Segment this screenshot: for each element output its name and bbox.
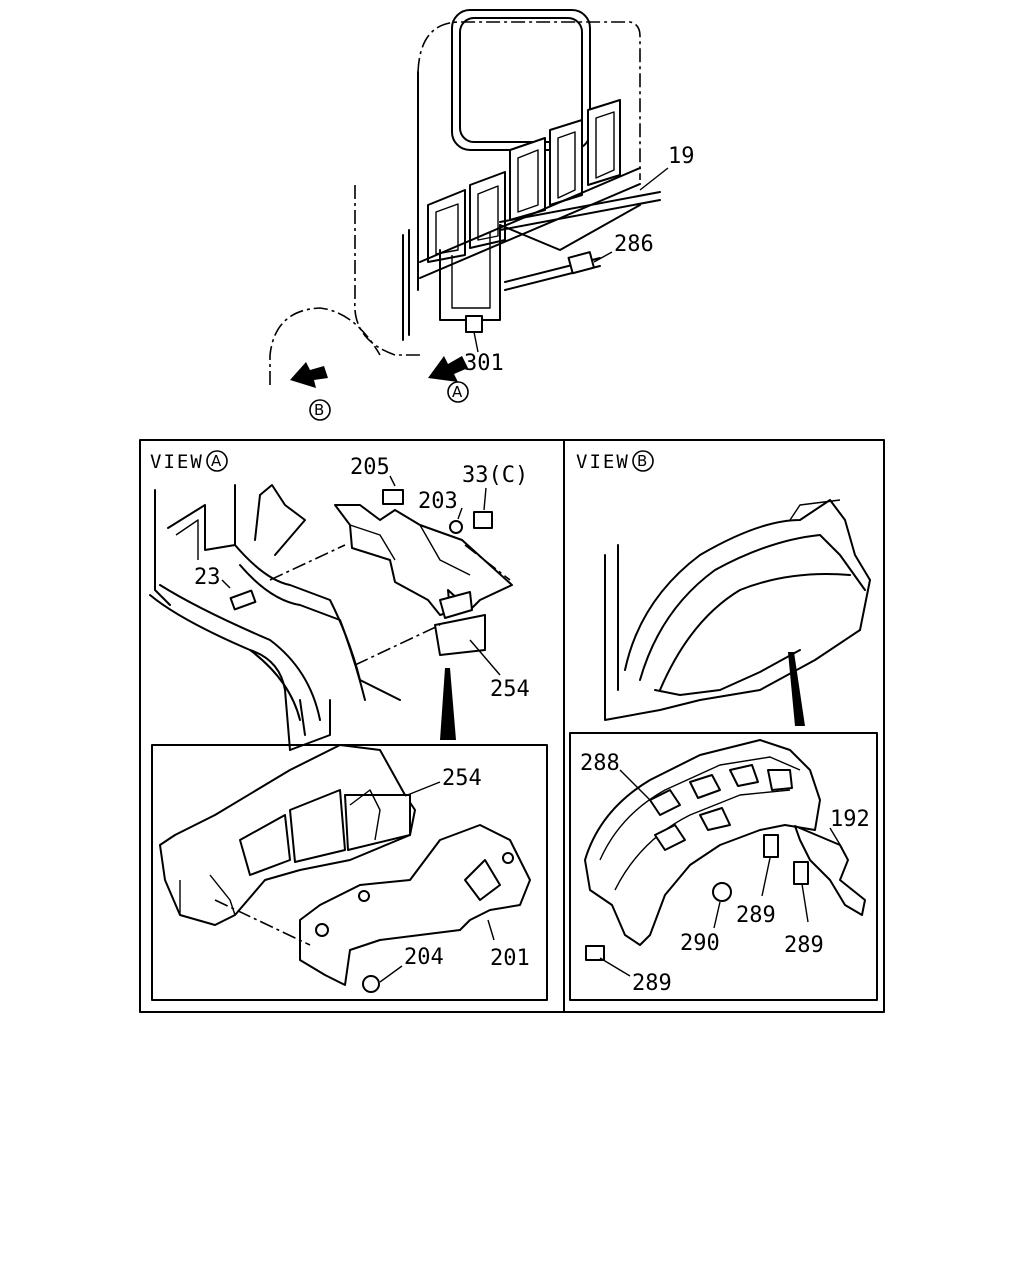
view-a-inset-frame	[151, 744, 548, 1001]
view-a-inset-parts	[159, 744, 531, 993]
callout-205: 205	[350, 455, 390, 480]
callout-19: 19	[668, 144, 695, 169]
view-a-marker	[206, 450, 228, 472]
views-frame	[139, 439, 885, 1013]
arrow-a-label: A	[452, 383, 463, 401]
cab-rear-assembly	[269, 9, 669, 388]
view-b-pointer	[788, 652, 805, 726]
view-b-wheelhouse	[604, 499, 871, 721]
inset-callout-290: 290	[680, 931, 720, 956]
view-b-marker	[632, 450, 654, 472]
inset-callout-288: 288	[580, 751, 620, 776]
inset-callout-201: 201	[490, 946, 530, 971]
view-a-shield-254	[221, 475, 513, 676]
inset-callout-254: 254	[442, 766, 482, 791]
view-b-inset-frame	[569, 732, 878, 1001]
view-a-letter: A	[211, 452, 222, 470]
callout-254: 254	[490, 677, 530, 702]
callout-23: 23	[194, 565, 221, 590]
inset-callout-289-a: 289	[736, 903, 776, 928]
view-b-title: VIEW	[576, 451, 630, 473]
inset-callout-204: 204	[404, 945, 444, 970]
view-a-title: VIEW	[150, 451, 204, 473]
arrow-b-marker	[309, 399, 331, 421]
arrow-b-label: B	[314, 401, 324, 419]
view-b-letter: B	[637, 452, 647, 470]
callout-203: 203	[418, 489, 458, 514]
view-a-pointer	[440, 668, 456, 740]
view-a-wheelhouse	[149, 484, 401, 751]
inset-callout-289-b: 289	[784, 933, 824, 958]
inset-callout-289-c: 289	[632, 971, 672, 996]
arrow-a-marker	[447, 381, 469, 403]
view-b-inset-parts	[584, 739, 866, 977]
inset-callout-192: 192	[830, 807, 870, 832]
callout-301: 301	[464, 351, 504, 376]
callout-33c: 33(C)	[462, 463, 528, 488]
callout-286: 286	[614, 232, 654, 257]
